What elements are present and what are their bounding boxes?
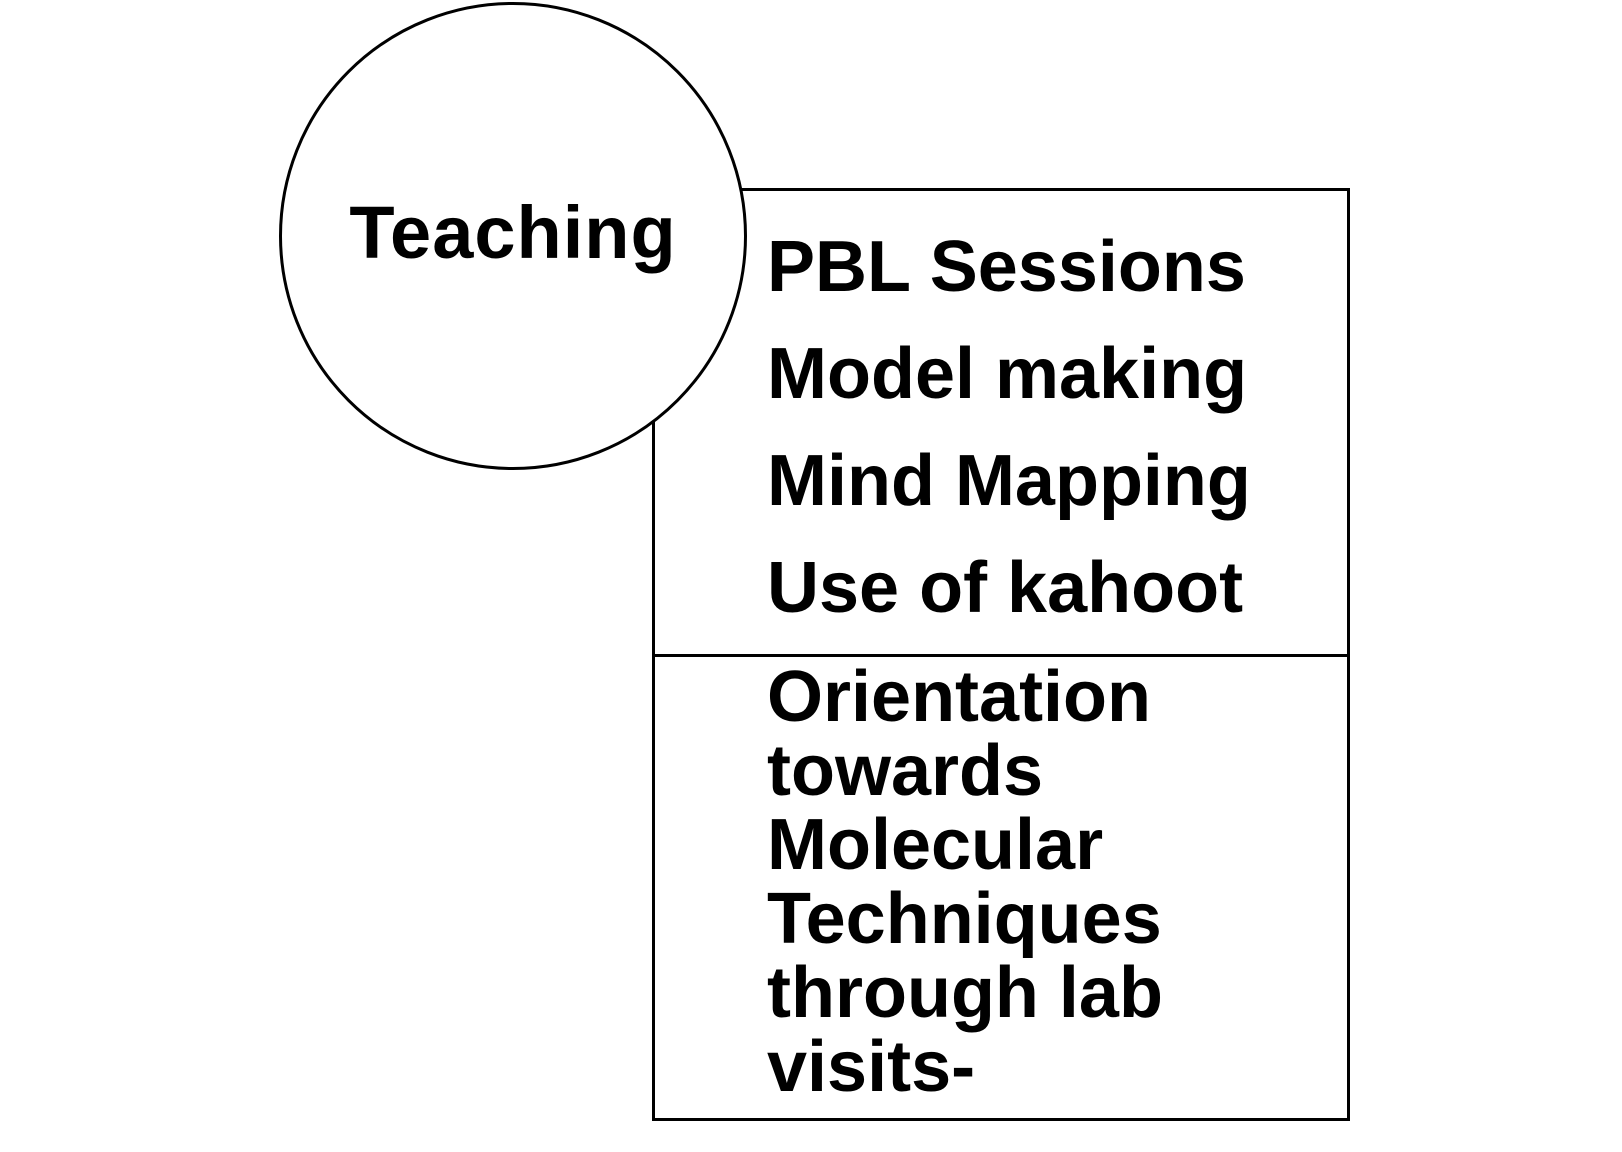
method-item-use-of-kahoot: Use of kahoot — [767, 548, 1244, 628]
box-divider — [652, 654, 1350, 657]
teaching-label: Teaching — [349, 191, 677, 274]
teaching-circle — [279, 2, 747, 470]
method-item-mind-mapping: Mind Mapping — [767, 441, 1251, 521]
molecular-techniques-text: Orientation towards Molecular Techniques… — [767, 657, 1163, 1107]
top-method-list: PBL Sessions Model making Mind Mapping U… — [767, 214, 1251, 642]
method-item-pbl-sessions: PBL Sessions — [767, 227, 1246, 307]
method-item-model-making: Model making — [767, 334, 1248, 414]
